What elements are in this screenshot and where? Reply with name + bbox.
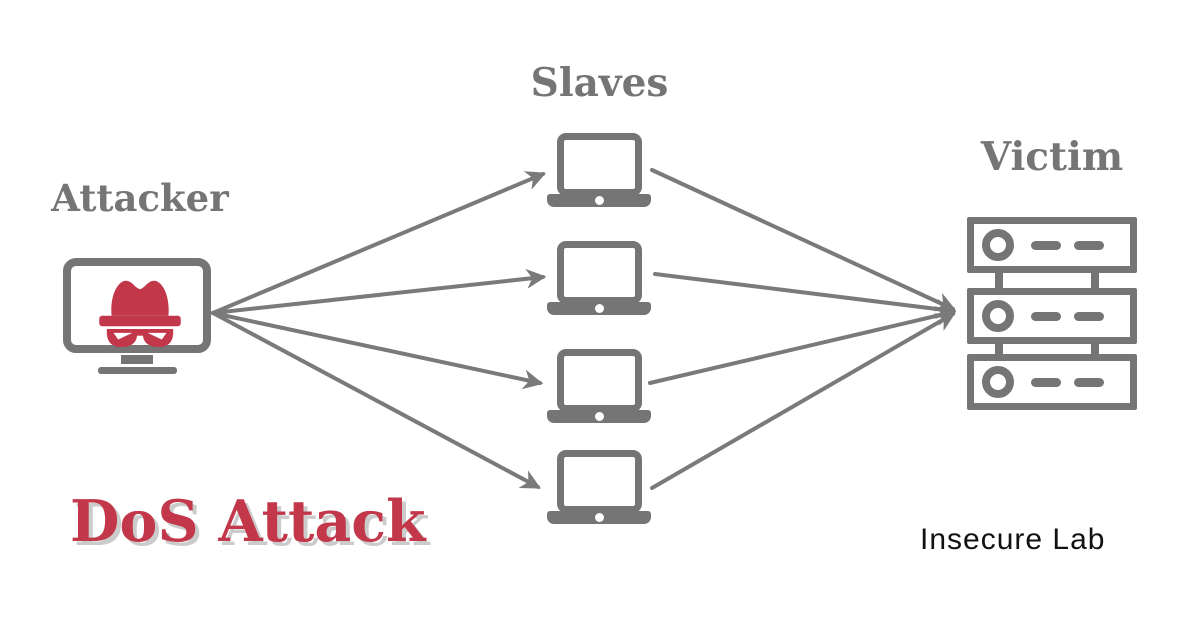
spy-right-eye-slit <box>147 332 167 340</box>
server-ring-icon <box>982 366 1014 398</box>
slave-laptop-icon-1 <box>547 133 651 207</box>
attacker-to-slaves-arrows <box>211 171 547 489</box>
slave-laptop-icon-3 <box>547 349 651 423</box>
server-connector <box>995 266 1003 294</box>
spy-hat-brim <box>99 315 181 327</box>
server-dash <box>1031 241 1061 250</box>
server-bay-3 <box>967 354 1137 410</box>
monitor-stand-base <box>98 367 177 374</box>
laptop-dot <box>595 412 604 421</box>
server-rack-icon <box>964 214 1142 412</box>
laptop-dot <box>595 196 604 205</box>
spy-mask-bridge <box>134 329 146 336</box>
spy-left-eye-slit <box>113 332 133 340</box>
spy-hacker-icon <box>99 280 181 348</box>
victim-label: Victim <box>980 134 1124 180</box>
server-ring-icon <box>982 300 1014 332</box>
slave-laptop-icon-2 <box>547 241 651 315</box>
server-dash <box>1074 241 1104 250</box>
hacker-monitor-icon <box>63 258 211 353</box>
attacker-label: Attacker <box>51 176 229 220</box>
brand-text: Insecure Lab <box>920 523 1106 556</box>
server-dash <box>1074 312 1104 321</box>
slaves-label: Slaves <box>530 60 669 106</box>
server-bay-2 <box>967 288 1137 344</box>
laptop-screen <box>557 349 642 412</box>
server-dash <box>1031 312 1061 321</box>
server-ring-icon <box>982 229 1014 261</box>
server-connector <box>995 338 1003 362</box>
laptop-screen <box>557 450 642 513</box>
monitor-stand-neck <box>121 355 153 364</box>
slave-laptop-icon-4 <box>547 450 651 524</box>
diagram-title: DoS Attack <box>70 488 426 555</box>
laptop-screen <box>557 241 642 304</box>
laptop-dot <box>595 513 604 522</box>
spy-hat-crown <box>111 280 169 316</box>
server-connector <box>1091 266 1099 294</box>
spy-mask-right-lens <box>142 329 174 348</box>
server-dash <box>1031 378 1061 387</box>
laptop-dot <box>595 304 604 313</box>
laptop-screen <box>557 133 642 196</box>
server-connector <box>1091 338 1099 362</box>
slaves-to-victim-arrows <box>648 168 957 490</box>
server-dash <box>1074 378 1104 387</box>
spy-mask-left-lens <box>106 329 138 348</box>
server-bay-1 <box>967 217 1137 273</box>
